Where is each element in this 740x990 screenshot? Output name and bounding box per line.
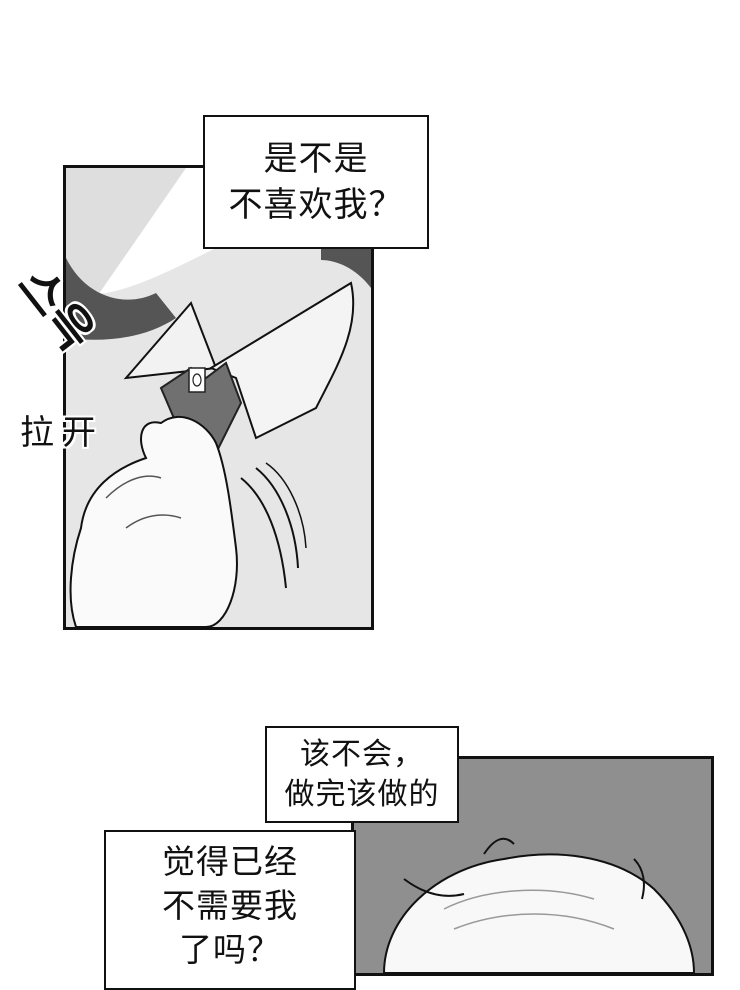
caption-box-top: 该不会， 做完该做的	[265, 726, 459, 823]
caption-line: 了吗？	[179, 930, 281, 969]
sfx-chinese: 拉开	[20, 413, 104, 453]
caption-line: 不喜欢我？	[228, 185, 404, 225]
caption-line: 该不会，	[300, 736, 424, 772]
caption-box-bottom: 觉得已经 不需要我 了吗？	[104, 830, 356, 990]
caption-line: 是不是	[263, 139, 369, 179]
caption-line: 觉得已经	[162, 842, 298, 881]
caption-line: 做完该做的	[284, 776, 440, 812]
hair-illustration	[382, 837, 696, 973]
caption-box-question: 是不是 不喜欢我？	[203, 115, 429, 249]
caption-line: 不需要我	[162, 886, 298, 925]
